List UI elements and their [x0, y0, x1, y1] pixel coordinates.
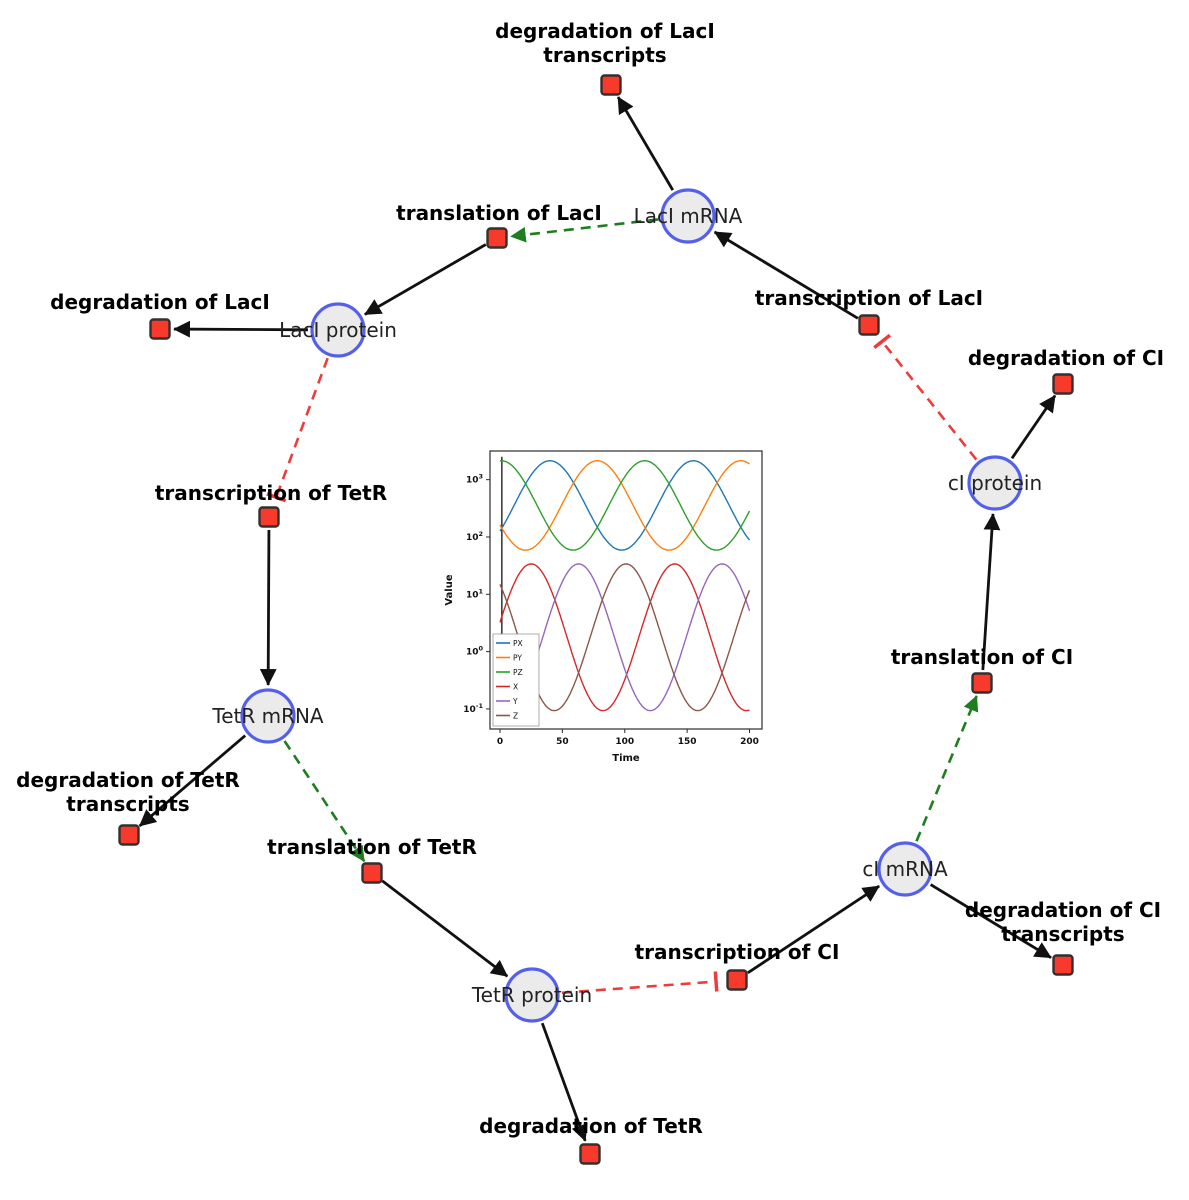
reaction-label-deg_tetr_tx-line2: transcripts — [66, 792, 189, 816]
inhibition-tbar-txn_tetr — [266, 492, 287, 503]
reaction-label-transl_laci: translation of LacI — [396, 201, 602, 225]
reaction-node-deg_ci_tx — [1052, 954, 1074, 976]
series-line-PY — [499, 459, 750, 551]
edge-production-txn_ci-ci_mrna — [747, 884, 880, 975]
edge-inhibition-laci_protein-txn_tetr — [275, 357, 329, 498]
legend-label-PY: PY — [513, 653, 522, 662]
species-label-tetr_protein: TetR protein — [471, 983, 592, 1007]
legend-label-X: X — [513, 682, 518, 691]
edge-consumption-tetr_protein-deg_tetr — [540, 1022, 588, 1142]
species-label-laci_protein: LacI protein — [279, 318, 397, 342]
species-label-tetr_mrna: TetR mRNA — [211, 704, 324, 728]
reaction-node-txn_ci — [726, 969, 748, 991]
species-node-laci_mrna — [660, 188, 716, 244]
reaction-label-txn_laci: transcription of LacI — [755, 286, 983, 310]
species-node-ci_protein — [967, 455, 1023, 511]
edge-consumption-ci_protein-deg_ci — [1010, 394, 1057, 460]
reaction-label-deg_laci_tx-line2: transcripts — [543, 43, 666, 67]
edge-modifier-laci_mrna-transl_laci — [510, 218, 659, 243]
reaction-label-deg_tetr: degradation of TetR — [479, 1114, 703, 1138]
reaction-node-transl_tetr — [361, 862, 383, 884]
edge-modifier-tetr_mrna-transl_tetr — [283, 740, 366, 863]
reaction-label-deg_laci_tx: degradation of LacI — [495, 19, 715, 43]
inhibition-tbar-txn_ci — [713, 971, 719, 992]
reaction-label-txn_tetr: transcription of TetR — [155, 481, 387, 505]
species-node-tetr_mrna — [240, 688, 296, 744]
reaction-node-transl_laci — [486, 227, 508, 249]
series-line-Z — [499, 563, 751, 712]
y-tick-label: 101 — [466, 587, 484, 600]
species-node-tetr_protein — [504, 967, 560, 1023]
edge-inhibition-tetr_protein-txn_ci — [561, 980, 717, 995]
reaction-node-deg_ci — [1052, 373, 1074, 395]
legend-box — [492, 633, 540, 727]
reaction-node-transl_ci — [971, 672, 993, 694]
reaction-label-deg_ci_tx-line2: transcripts — [1001, 922, 1124, 946]
reaction-node-txn_laci — [858, 314, 880, 336]
edge-inhibition-ci_protein-txn_laci — [881, 340, 978, 461]
species-node-ci_mrna — [877, 841, 933, 897]
reaction-label-deg_laci: degradation of LacI — [50, 290, 270, 314]
edge-production-transl_tetr-tetr_protein — [381, 879, 509, 978]
x-tick-label: 50 — [556, 737, 569, 747]
series-line-PZ — [499, 459, 751, 551]
legend-label-Y: Y — [512, 697, 518, 706]
edge-production-transl_laci-laci_protein — [364, 243, 487, 316]
reaction-label-txn_ci: transcription of CI — [635, 940, 840, 964]
y-axis-label: Value — [444, 574, 455, 605]
species-label-ci_mrna: cI mRNA — [862, 857, 948, 881]
species-label-ci_protein: cI protein — [948, 471, 1042, 495]
reaction-label-deg_ci: degradation of CI — [968, 346, 1164, 370]
y-tick-label: 100 — [466, 645, 484, 658]
x-tick-label: 150 — [678, 737, 697, 747]
edge-consumption-laci_mrna-deg_laci_tx — [616, 96, 675, 191]
legend-label-PZ: PZ — [513, 668, 523, 677]
reaction-node-deg_laci — [149, 318, 171, 340]
series-line-X — [499, 563, 750, 712]
edge-consumption-tetr_mrna-deg_tetr_tx — [138, 734, 247, 827]
x-tick-label: 200 — [740, 737, 759, 747]
reaction-label-transl_tetr: translation of TetR — [267, 835, 477, 859]
edge-consumption-laci_protein-deg_laci — [173, 320, 309, 338]
reaction-node-txn_tetr — [258, 506, 280, 528]
x-axis-label: Time — [612, 753, 640, 764]
y-tick-label: 103 — [466, 473, 483, 486]
inhibition-tbar-txn_laci — [873, 333, 892, 350]
reaction-label-deg_tetr_tx: degradation of TetR — [16, 768, 240, 792]
reaction-label-transl_ci: translation of CI — [891, 645, 1073, 669]
series-line-Y — [499, 563, 751, 712]
reaction-node-deg_tetr_tx — [118, 824, 140, 846]
reaction-node-deg_laci_tx — [600, 74, 622, 96]
x-tick-label: 0 — [497, 737, 503, 747]
reaction-node-deg_tetr — [579, 1143, 601, 1165]
species-node-laci_protein — [310, 302, 366, 358]
edge-production-txn_laci-laci_mrna — [713, 230, 859, 320]
edge-production-txn_tetr-tetr_mrna — [259, 529, 277, 686]
legend-label-Z: Z — [513, 711, 518, 720]
series-line-PX — [499, 459, 751, 551]
y-tick-label: 102 — [466, 530, 483, 543]
edge-production-transl_ci-ci_protein — [981, 513, 1001, 671]
reaction-label-deg_ci_tx: degradation of CI — [965, 898, 1161, 922]
species-label-laci_mrna: LacI mRNA — [634, 204, 743, 228]
y-tick-label: 10-1 — [463, 702, 483, 715]
x-tick-label: 100 — [615, 737, 634, 747]
legend-label-PX: PX — [513, 639, 523, 648]
edge-modifier-ci_mrna-transl_ci — [915, 695, 979, 842]
edge-consumption-ci_mrna-deg_ci_tx — [929, 883, 1052, 959]
